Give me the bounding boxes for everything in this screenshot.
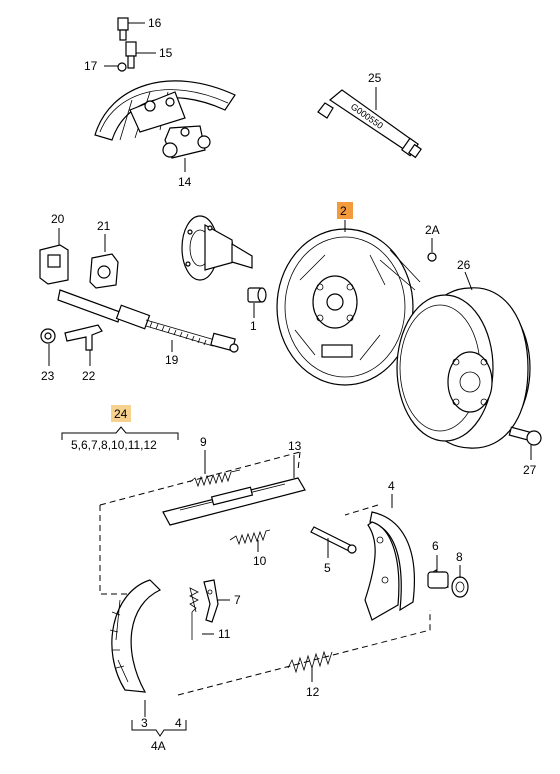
callout-20: 20 (51, 212, 65, 226)
wheel-cylinder-group (94, 17, 236, 159)
spring-12 (287, 650, 333, 674)
callout-15: 15 (159, 46, 173, 60)
pin-5 (310, 526, 357, 554)
callout-24: 24 (114, 407, 128, 421)
brake-drum (396, 287, 531, 449)
callout-2: 2 (340, 204, 347, 218)
drum-screw-27 (508, 426, 542, 446)
callout-7: 7 (234, 593, 241, 607)
brake-shoe-right (364, 511, 415, 621)
kit-contents: 5,6,7,8,10,11,12 (71, 438, 157, 452)
callout-1: 1 (250, 319, 257, 333)
bracket-20 (39, 244, 69, 285)
brake-shoe-left (109, 579, 162, 693)
callout-12: 12 (306, 685, 320, 699)
callout-11: 11 (218, 627, 231, 641)
callout-16: 16 (148, 16, 162, 30)
callout-2a: 2A (425, 223, 440, 237)
spring-11 (189, 587, 199, 640)
cup-8 (451, 576, 469, 598)
callout-19: 19 (165, 353, 179, 367)
callout-21: 21 (97, 219, 111, 233)
callout-4a: 4A (151, 739, 166, 753)
callout-22: 22 (82, 369, 96, 383)
callout-2-highlight (337, 202, 353, 219)
stub-axle (181, 215, 253, 281)
callout-9: 9 (200, 435, 207, 449)
callout-23: 23 (41, 369, 55, 383)
callout-6: 6 (432, 539, 439, 553)
backplate (276, 228, 421, 386)
callout-5: 5 (324, 561, 331, 575)
lever-7 (203, 579, 219, 623)
clip-22 (64, 324, 103, 351)
bracket-21 (89, 253, 119, 289)
callout-4-bottom: 4 (175, 716, 182, 730)
callout-3: 3 (141, 716, 148, 730)
handbrake-cable (57, 289, 239, 353)
callout-27: 27 (523, 463, 537, 477)
callout-13: 13 (288, 439, 302, 453)
adjuster-strut (162, 477, 306, 526)
spring-6 (427, 569, 449, 589)
callout-10: 10 (253, 554, 267, 568)
callout-25: 25 (368, 71, 382, 85)
hub-cap-1 (247, 287, 267, 303)
callout-17: 17 (84, 59, 98, 73)
spring-10 (229, 529, 271, 546)
spring-9 (189, 469, 241, 488)
callout-4-top: 4 (388, 479, 395, 493)
callout-26: 26 (457, 258, 471, 272)
callout-24-highlight (111, 405, 131, 422)
grommet-23 (40, 328, 56, 344)
grease-tube: G000550 (317, 89, 422, 159)
callout-8: 8 (456, 550, 463, 564)
callout-14: 14 (178, 175, 192, 189)
